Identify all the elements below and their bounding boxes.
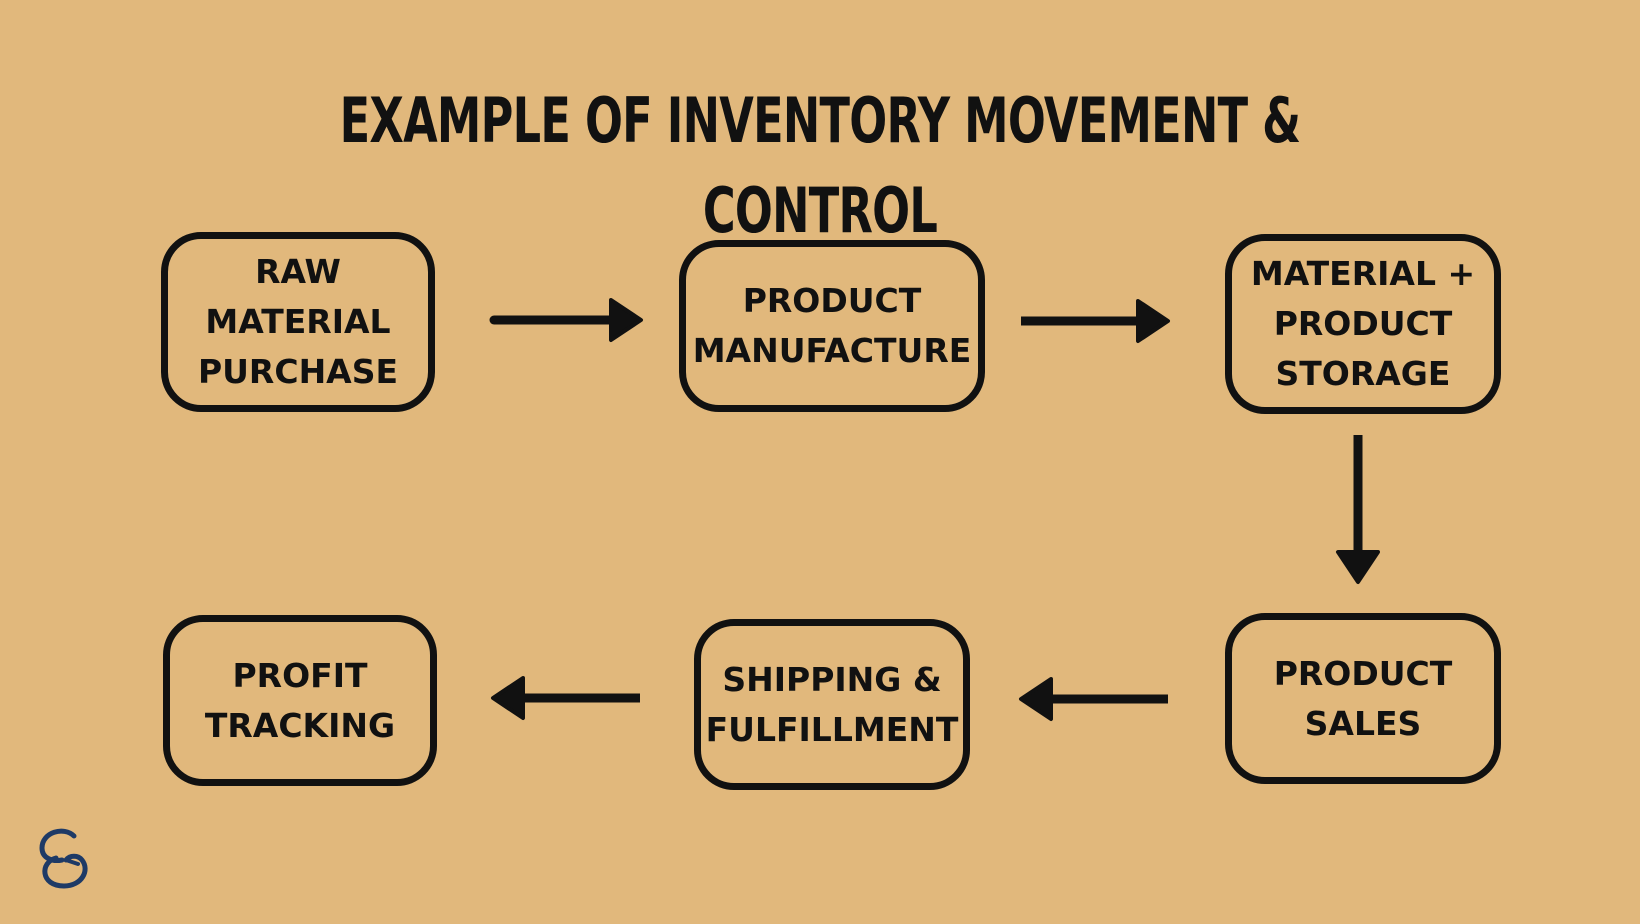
arrow-right-icon: [489, 298, 643, 342]
arrow-left-icon: [1019, 677, 1168, 721]
step-label: PRODUCT SALES: [1273, 653, 1453, 743]
arrow-right-icon: [1021, 299, 1170, 343]
step-label: MATERIAL + PRODUCT STORAGE: [1250, 254, 1476, 393]
step-label: PROFIT TRACKING: [204, 655, 396, 745]
arrow-down-icon: [1336, 435, 1380, 584]
arrow-left-icon: [491, 676, 640, 720]
step-raw-material-purchase: RAW MATERIAL PURCHASE: [161, 232, 435, 412]
step-product-manufacture: PRODUCT MANUFACTURE: [679, 240, 985, 412]
step-profit-tracking: PROFIT TRACKING: [163, 615, 437, 786]
step-shipping-fulfillment: SHIPPING & FULFILLMENT: [694, 619, 970, 790]
step-material-product-storage: MATERIAL + PRODUCT STORAGE: [1225, 234, 1501, 414]
brand-logo-icon: [39, 828, 88, 889]
diagram-title: EXAMPLE OF INVENTORY MOVEMENT & CONTROL: [339, 84, 1301, 247]
step-label: SHIPPING & FULFILLMENT: [705, 659, 959, 749]
step-product-sales: PRODUCT SALES: [1225, 613, 1501, 784]
step-label: PRODUCT MANUFACTURE: [692, 281, 972, 370]
step-label: RAW MATERIAL PURCHASE: [197, 252, 399, 391]
